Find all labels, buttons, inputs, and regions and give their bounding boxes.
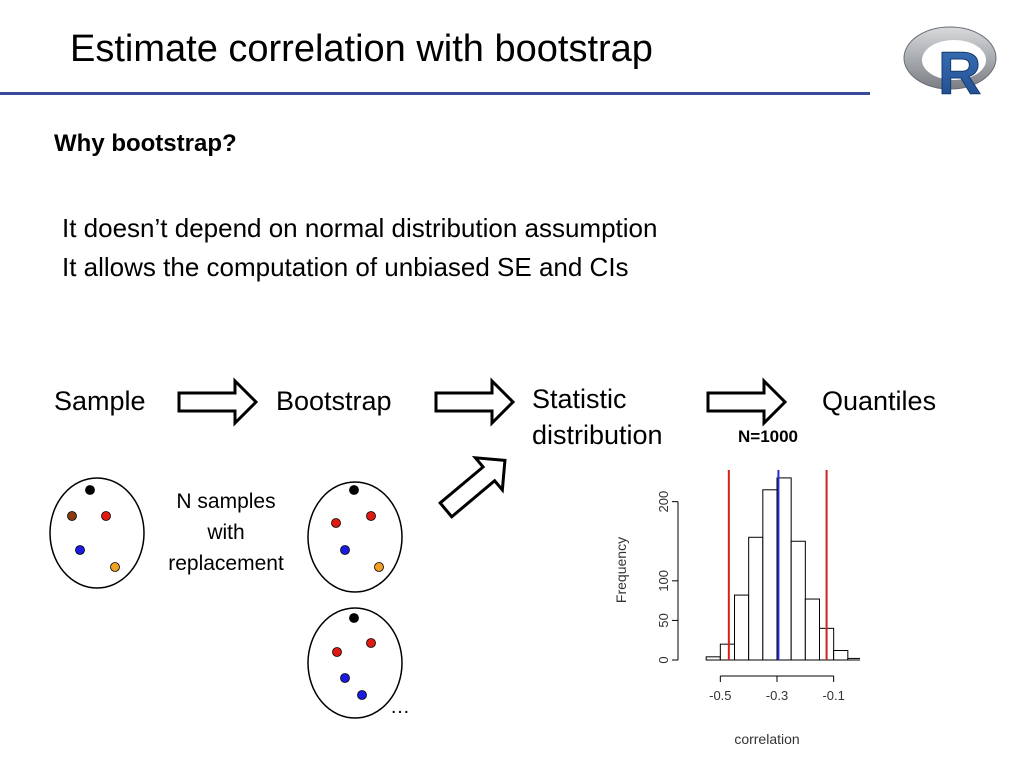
histogram-bar: [833, 650, 849, 661]
arrow-right-icon: [177, 377, 259, 427]
title-divider: [0, 92, 870, 95]
y-tick-label: 50: [656, 613, 671, 627]
x-tick-label: -0.1: [822, 688, 844, 703]
bootstrap-sample-ellipse: [307, 481, 403, 593]
histogram-bar: [762, 489, 778, 661]
slide-title: Estimate correlation with bootstrap: [70, 28, 653, 70]
flow-step-bootstrap: Bootstrap: [276, 386, 392, 416]
histogram-bar: [804, 598, 820, 661]
r-logo-icon: R: [903, 26, 997, 102]
svg-text:R: R: [938, 40, 981, 102]
y-axis-label: Frequency: [613, 537, 629, 603]
arrow-up-right-icon: [438, 455, 507, 519]
n-samples-note: N samples with replacement: [168, 490, 284, 575]
chart-title: N=1000: [738, 427, 798, 446]
sample-ellipse: [49, 477, 145, 589]
flow-step-sample: Sample: [54, 386, 146, 416]
subheading: Why bootstrap?: [54, 130, 237, 157]
flow-step-statistic-distribution: Statistic distribution: [532, 384, 663, 450]
arrow-right-icon: [434, 377, 516, 427]
histogram-bar: [719, 643, 735, 661]
more-samples-ellipsis: …: [390, 696, 410, 718]
bullet-point: It doesn’t depend on normal distribution…: [62, 213, 658, 243]
y-tick-label: 200: [656, 491, 671, 513]
correlation-histogram: N=1000 0 50 100 200 -0.5 -0.3 -0.1 Frequency c…: [613, 427, 860, 747]
bullet-point: It allows the computation of unbiased SE…: [62, 252, 629, 282]
histogram-bar: [705, 656, 721, 661]
y-tick-label: 0: [656, 656, 671, 663]
arrow-right-icon: [706, 377, 788, 427]
histogram-bar: [847, 657, 860, 661]
x-tick-label: -0.5: [709, 688, 731, 703]
y-tick-label: 100: [656, 570, 671, 592]
x-tick-label: -0.3: [766, 688, 788, 703]
histogram-bar: [734, 594, 750, 661]
histogram-bar: [790, 540, 806, 661]
histogram-bar: [748, 536, 764, 661]
bootstrap-sample-ellipse: [307, 607, 403, 719]
flow-step-quantiles: Quantiles: [822, 386, 937, 416]
x-axis-label: correlation: [734, 731, 799, 747]
